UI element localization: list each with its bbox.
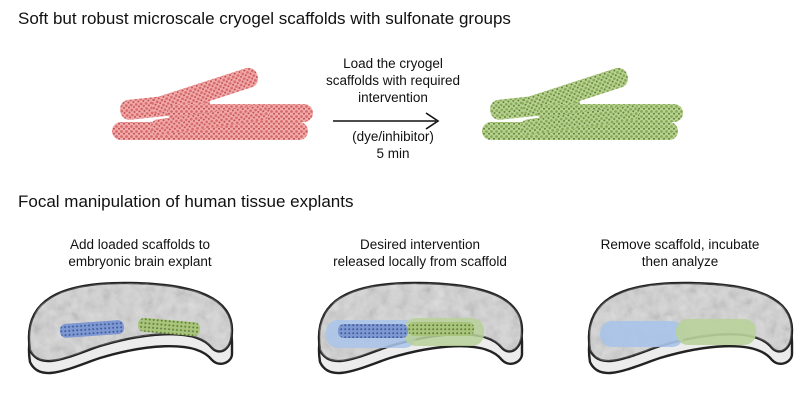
section2-title: Focal manipulation of human tissue expla… [18, 192, 354, 211]
panel-1-caption: Add loaded scaffolds to embryonic brain … [68, 237, 212, 269]
arrow-caption-top: Load the cryogel scaffolds with required… [325, 56, 461, 105]
loading-arrow-icon [333, 112, 440, 130]
unloaded-scaffolds-icon [112, 67, 313, 140]
loaded-scaffolds-icon [482, 67, 683, 140]
brain-explant-1-icon [27, 281, 234, 375]
section1-title: Soft but robust microscale cryogel scaff… [18, 9, 511, 28]
panel-2-caption: Desired intervention released locally fr… [333, 237, 507, 269]
brain-explant-2-icon [317, 281, 524, 375]
arrow-caption-bottom: (dye/inhibitor) 5 min [352, 129, 434, 161]
panel-3-caption: Remove scaffold, incubate then analyze [600, 237, 760, 269]
brain-explant-3-icon [587, 281, 794, 375]
